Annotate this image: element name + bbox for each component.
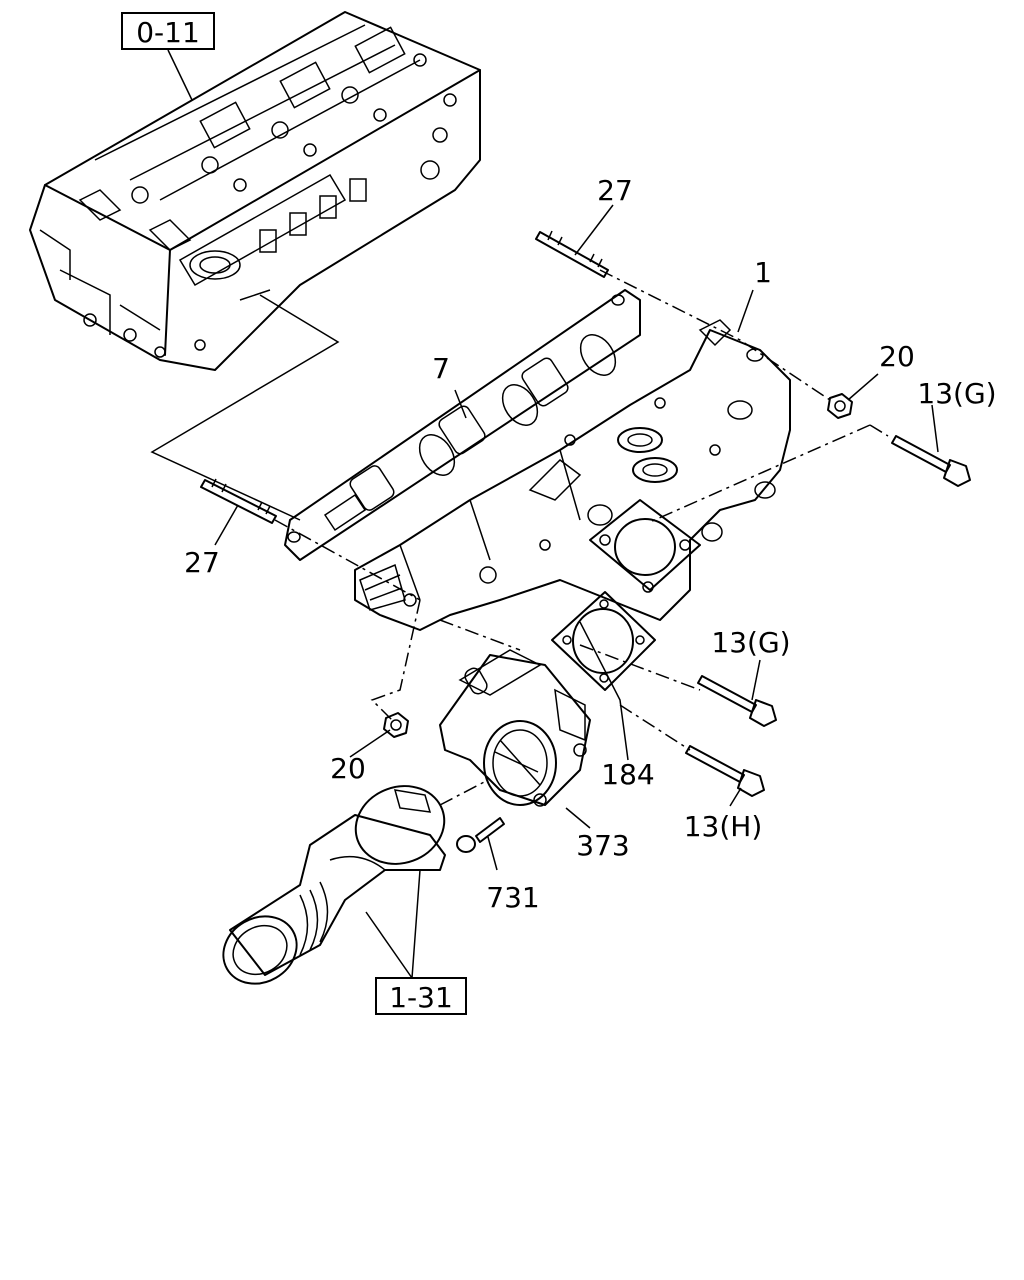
callout-ref-intake-hose[interactable]: 1-31 [389,981,453,1014]
stud-27-lower-drawing [200,478,277,524]
bolt-13g-lower-drawing [697,675,777,727]
callout-intake-manifold: 1 [754,256,772,289]
callout-gasket-184: 184 [601,758,654,791]
callout-nut-20-upper: 20 [879,340,915,373]
ref-box-cylinder-head [121,12,215,50]
bolt-13g-upper-drawing [891,435,971,487]
stud-27-upper-drawing [535,230,609,278]
callout-stud-27-upper: 27 [597,174,633,207]
intake-hose-drawing [222,785,446,985]
callout-nut-20-lower: 20 [330,752,366,785]
screw-731-drawing [456,817,505,853]
callout-bolt-13g-upper: 13(G) [917,377,996,410]
cylinder-head-drawing [29,11,481,371]
nut-20-upper-drawing [827,393,853,419]
leader-lines [150,49,939,979]
callout-screw-731: 731 [486,881,539,914]
callout-stud-27-lower: 27 [184,546,220,579]
ref-box-intake-hose [375,977,467,1015]
callout-bolt-13h: 13(H) [684,810,763,843]
intake-manifold-drawing [354,319,791,631]
bolt-13h-drawing [685,745,765,797]
intake-manifold-gasket-drawing [284,289,641,561]
throttle-body-drawing [439,649,591,807]
nut-20-lower-drawing [383,712,409,738]
throttle-gasket-drawing [551,591,656,691]
callout-bolt-13g-lower: 13(G) [711,626,790,659]
callout-throttle-body-373: 373 [576,829,629,862]
callout-ref-cylinder-head[interactable]: 0-11 [136,16,200,49]
callout-gasket-7: 7 [432,352,450,385]
